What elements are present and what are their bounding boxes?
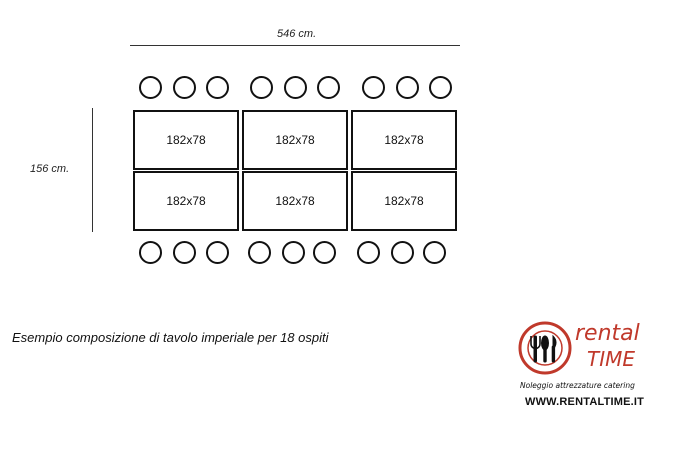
table-2: 182x78 xyxy=(242,110,348,170)
chair-bottom-6 xyxy=(313,241,336,264)
table-label: 182x78 xyxy=(166,133,206,147)
plate-ring-icon xyxy=(518,321,572,375)
chair-top-7 xyxy=(362,76,385,99)
table-3: 182x78 xyxy=(351,110,457,170)
chair-bottom-2 xyxy=(173,241,196,264)
dimension-width-line xyxy=(130,45,460,46)
table-label: 182x78 xyxy=(384,194,424,208)
chair-bottom-4 xyxy=(248,241,271,264)
chair-top-6 xyxy=(317,76,340,99)
chair-bottom-3 xyxy=(206,241,229,264)
chair-top-5 xyxy=(284,76,307,99)
table-6: 182x78 xyxy=(351,171,457,231)
logo-tagline: Noleggio attrezzature catering xyxy=(520,381,635,390)
table-1: 182x78 xyxy=(133,110,239,170)
table-label: 182x78 xyxy=(275,194,315,208)
table-5: 182x78 xyxy=(242,171,348,231)
chair-bottom-8 xyxy=(391,241,414,264)
caption: Esempio composizione di tavolo imperiale… xyxy=(12,330,329,345)
table-label: 182x78 xyxy=(166,194,206,208)
chair-top-2 xyxy=(173,76,196,99)
website-url[interactable]: WWW.RENTALTIME.IT xyxy=(525,396,645,408)
table-label: 182x78 xyxy=(384,133,424,147)
chair-bottom-1 xyxy=(139,241,162,264)
chair-top-8 xyxy=(396,76,419,99)
logo-brand-line1: rental xyxy=(575,321,640,346)
dimension-width-label: 546 cm. xyxy=(277,28,317,40)
dimension-height-label: 156 cm. xyxy=(30,163,70,175)
logo-brand-line2: TIME xyxy=(587,347,635,371)
table-label: 182x78 xyxy=(275,133,315,147)
chair-bottom-9 xyxy=(423,241,446,264)
chair-bottom-5 xyxy=(282,241,305,264)
rentaltime-logo: rental TIME Noleggio attrezzature cateri… xyxy=(518,321,640,390)
chair-top-3 xyxy=(206,76,229,99)
chair-top-9 xyxy=(429,76,452,99)
cutlery-icon xyxy=(530,334,557,363)
dimension-height-line xyxy=(92,108,93,232)
plate-inner-icon xyxy=(527,330,563,366)
chair-bottom-7 xyxy=(357,241,380,264)
chair-top-4 xyxy=(250,76,273,99)
chair-top-1 xyxy=(139,76,162,99)
table-4: 182x78 xyxy=(133,171,239,231)
